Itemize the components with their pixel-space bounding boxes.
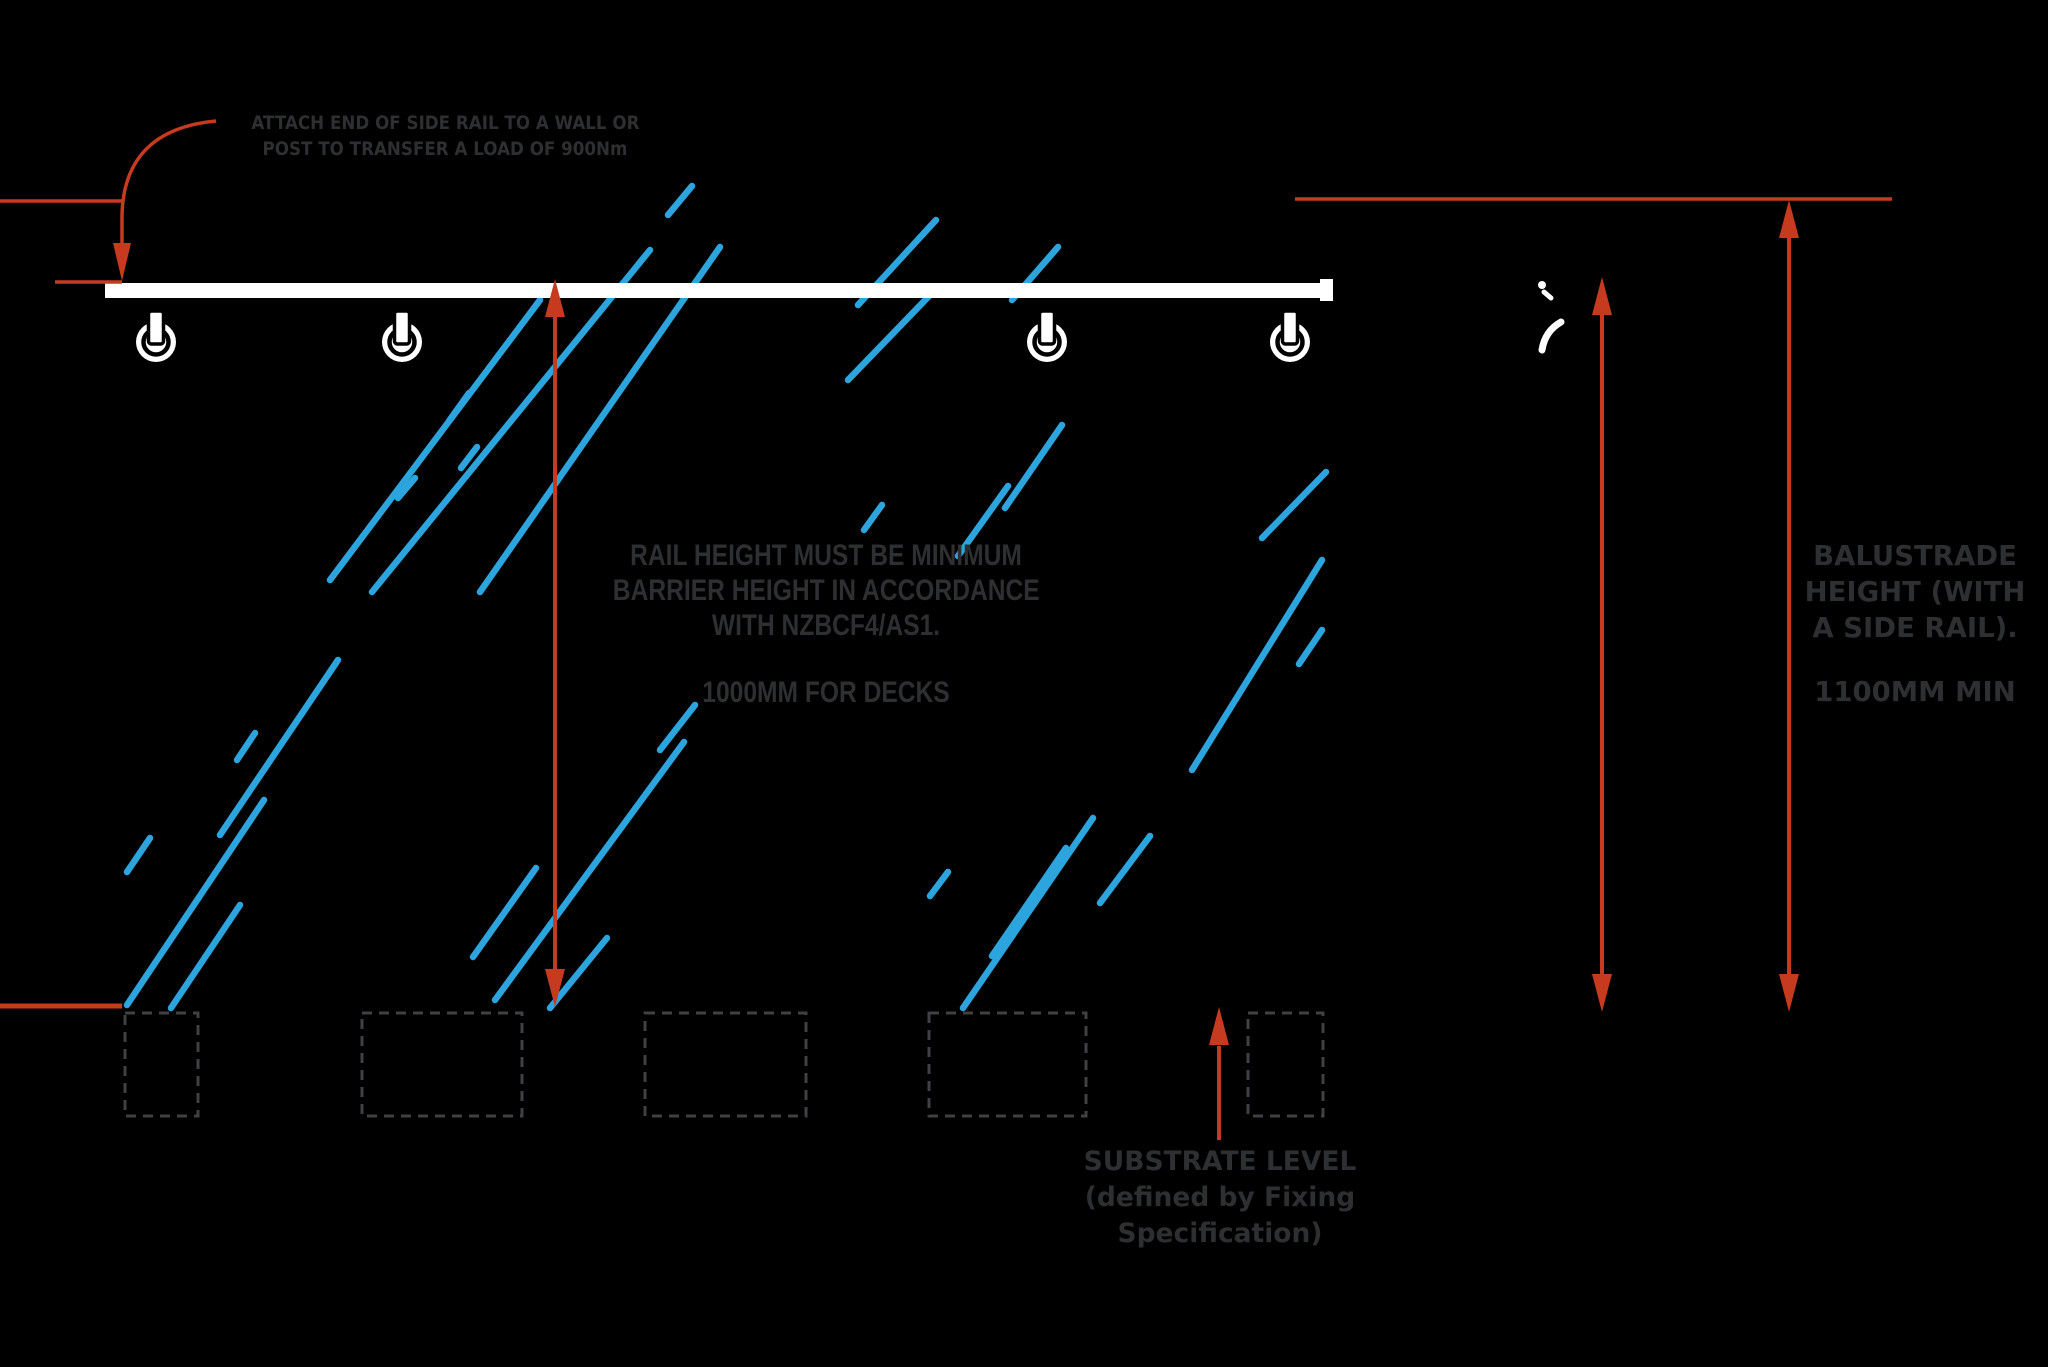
rail-height-note: RAIL HEIGHT MUST BE MINIMUM BARRIER HEIG… <box>612 538 1040 710</box>
substrate-level-pointer-arrow <box>1209 1007 1229 1140</box>
disc-fitting-icon <box>1027 309 1067 362</box>
balustrade-height-dimension-arrow <box>1779 200 1799 1012</box>
glass-reflection-line <box>123 796 268 1009</box>
rail-top-height-dimension-arrow <box>1592 277 1612 1012</box>
glass-reflection-line <box>546 934 611 1012</box>
side-rail <box>105 279 1333 301</box>
glass-reflection-line <box>394 474 419 502</box>
glass-reflection-line <box>123 834 154 876</box>
glass-reflection-line <box>1295 626 1326 668</box>
balustrade-note-line: BALUSTRADE <box>1813 540 2017 572</box>
partial-disc-fitting-icon <box>1538 281 1565 354</box>
disc-fitting-icon <box>382 309 422 362</box>
substrate-block <box>360 1011 524 1118</box>
glass-reflection-line <box>860 501 886 534</box>
balustrade-height-note: BALUSTRADE HEIGHT (WITH A SIDE RAIL). 11… <box>1782 538 2048 710</box>
glass-reflection-line <box>954 482 1012 560</box>
substrate-note-line: (defined by Fixing <box>1084 1182 1356 1213</box>
balustrade-note-line: A SIDE RAIL). <box>1812 612 2018 644</box>
glass-reflection-line <box>167 901 244 1012</box>
rail-height-note-line: BARRIER HEIGHT IN ACCORDANCE <box>612 574 1040 607</box>
glass-reflection-line <box>457 443 481 472</box>
glass-reflection-line <box>1188 556 1326 774</box>
attach-leader-line <box>120 119 217 244</box>
glass-reflection-line <box>233 729 259 764</box>
substrate-level-note: SUBSTRATE LEVEL (defined by Fixing Speci… <box>1040 1144 1400 1252</box>
glass-reflection-line <box>664 182 696 219</box>
attach-note: ATTACH END OF SIDE RAIL TO A WALL OR POS… <box>251 110 640 162</box>
glass-reflection-line <box>368 246 654 596</box>
glass-reflection-line <box>1258 468 1330 542</box>
attach-leader-arrowhead <box>113 243 131 281</box>
glass-reflection-lines <box>123 182 1330 1012</box>
disc-fitting-icon <box>136 309 176 362</box>
glass-reflection-line <box>988 844 1070 960</box>
substrate-block <box>927 1011 1088 1118</box>
glass-reflection-line <box>476 243 724 596</box>
glass-reflection-line <box>844 289 936 384</box>
red-annotations <box>0 119 1892 1140</box>
rail-height-value: 1000MM FOR DECKS <box>702 676 950 709</box>
substrate-block <box>123 1011 200 1118</box>
glass-reflection-line <box>216 656 342 839</box>
disc-fitting-icon <box>1270 309 1310 362</box>
glass-reflection-line <box>1001 421 1066 512</box>
rail-height-note-line: RAIL HEIGHT MUST BE MINIMUM <box>630 539 1022 572</box>
substrate-note-line: SUBSTRATE LEVEL <box>1083 1146 1357 1177</box>
substrate-block <box>1246 1011 1325 1118</box>
glass-reflection-line <box>445 389 473 425</box>
rail-height-dimension-arrow <box>545 279 565 1007</box>
glass-reflection-line <box>656 701 699 754</box>
substrate-blocks <box>123 1011 1325 1118</box>
glass-reflection-line <box>469 864 540 961</box>
balustrade-note-line: HEIGHT (WITH <box>1804 576 2026 608</box>
balustrade-height-value: 1100MM MIN <box>1814 676 2016 708</box>
glass-reflection-line <box>326 296 544 584</box>
rail-height-note-line: WITH NZBCF4/AS1. <box>711 609 941 642</box>
substrate-note-line: Specification) <box>1117 1218 1323 1249</box>
attach-note-line: ATTACH END OF SIDE RAIL TO A WALL OR <box>251 112 640 134</box>
glass-reflection-line <box>1096 832 1154 907</box>
attach-note-line: POST TO TRANSFER A LOAD OF 900Nm <box>262 138 628 160</box>
disc-fittings <box>136 281 1565 362</box>
glass-reflection-line <box>926 868 952 900</box>
side-rail-bar <box>105 283 1322 298</box>
glass-reflection-line <box>959 814 1097 1012</box>
side-rail-end-cap <box>1320 279 1333 301</box>
glass-reflection-line <box>491 738 688 1004</box>
substrate-block <box>643 1011 808 1118</box>
